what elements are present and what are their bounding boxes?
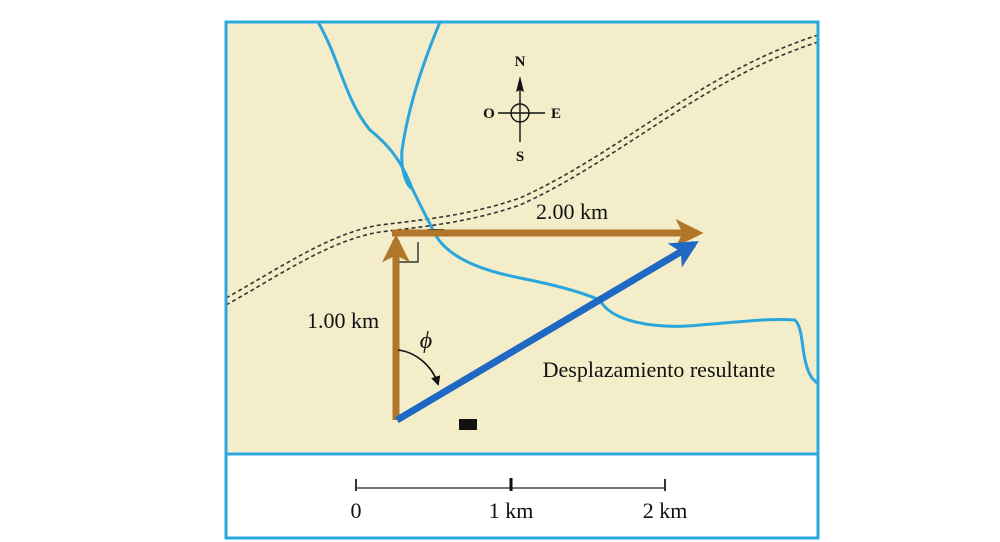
- compass-west: O: [483, 106, 495, 122]
- angle-label: ϕ: [420, 328, 432, 354]
- resultant-vector: [395, 240, 699, 424]
- river: [316, 22, 818, 386]
- scale-tick-label: 1 km: [489, 498, 534, 523]
- map-panel: [226, 22, 818, 454]
- compass-south: S: [516, 149, 524, 165]
- east-vector-label: 2.00 km: [536, 199, 608, 224]
- compass-rose: N S E O: [483, 54, 561, 165]
- scale-tick-label: 2 km: [643, 498, 688, 523]
- compass-east: E: [551, 106, 561, 122]
- resultant-vector-label: Desplazamiento resultante: [543, 357, 776, 382]
- scale-tick-label: 0: [351, 498, 362, 523]
- angle-arc: [397, 349, 441, 386]
- north-arrow-icon: [516, 76, 524, 92]
- compass-north: N: [515, 54, 526, 70]
- north-vector-label: 1.00 km: [307, 308, 379, 333]
- scale-panel: [226, 454, 818, 538]
- scale-bar: 0 1 km 2 km: [351, 478, 688, 523]
- figure-border: [224, 20, 820, 540]
- building-marker: [459, 419, 477, 430]
